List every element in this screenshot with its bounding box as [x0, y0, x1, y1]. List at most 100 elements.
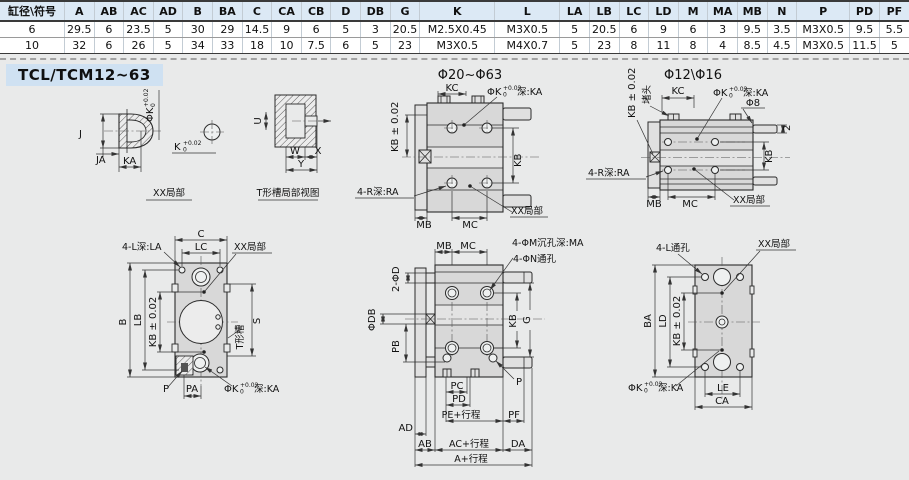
- dashed-separator: [0, 58, 909, 60]
- dim-label-kb-tol: KB ± 0.02: [627, 68, 638, 118]
- svg-text:KB ± 0.02: KB ± 0.02: [627, 68, 638, 118]
- caption-xx-detail: XX局部: [153, 187, 185, 199]
- holes: [664, 138, 719, 174]
- table-cell: 29: [212, 21, 243, 38]
- column-header: LB: [588, 1, 620, 22]
- table-cell: 7.5: [300, 37, 331, 54]
- table-cell: M3X0.5: [494, 21, 560, 38]
- label-n-through: 4-ΦN通孔: [513, 254, 557, 265]
- table-cell: 14.5: [241, 21, 272, 38]
- dim-label-p: P: [516, 377, 522, 388]
- dim-label-kb-tol: KB ± 0.02: [672, 296, 683, 346]
- table-cell: 4: [707, 37, 738, 54]
- table-cell: 6: [93, 21, 124, 38]
- column-header: N: [766, 1, 797, 22]
- dim-label-s: S: [252, 318, 263, 324]
- view-title-mid: Φ20~Φ63: [438, 68, 502, 83]
- dim-label-kb: KB: [513, 153, 524, 167]
- column-header: K: [419, 1, 495, 22]
- table-cell: 5: [559, 37, 590, 54]
- dim-label-lc: LC: [195, 242, 208, 253]
- dim-label-kb: KB: [508, 314, 519, 328]
- svg-text:KB ± 0.02: KB ± 0.02: [672, 296, 683, 346]
- view-plug-detail: J JA KA ΦK +0.02 0 K +0.02 0 XX局部: [78, 88, 224, 201]
- table-cell: 5: [152, 21, 183, 38]
- table-cell: M2.5X0.45: [419, 21, 495, 38]
- svg-text:+0.02: +0.02: [183, 140, 202, 147]
- column-header: PF: [878, 1, 909, 22]
- dim-label-ac: AC+行程: [449, 438, 489, 450]
- dimensions: [127, 236, 272, 399]
- table-cell: 6: [677, 21, 708, 38]
- view-top-right: 4-L通孔 XX局部 BA LD KB ± 0.02 ΦK +0.02 0 深:…: [628, 238, 796, 410]
- svg-text:G: G: [522, 316, 533, 324]
- label-r-depth: 4-R深:RA: [588, 168, 630, 179]
- table-cell: 8: [677, 37, 708, 54]
- svg-text:2-ΦD: 2-ΦD: [391, 266, 402, 292]
- label-m-counterbore: 4-ΦM沉孔深:MA: [512, 238, 584, 249]
- table-cell: 5: [152, 37, 183, 54]
- dim-label-phi8: Φ8: [746, 98, 760, 109]
- dim-label-ld: LD: [658, 314, 669, 328]
- table-cell: 6: [300, 21, 331, 38]
- label-r-depth: 4-R深:RA: [357, 187, 399, 198]
- dimensions: [355, 91, 548, 221]
- dim-label-phik-vert: ΦK +0.02 0: [143, 88, 157, 122]
- dim-label-ka: KA: [123, 156, 136, 167]
- table-cell: 29.5: [64, 21, 95, 38]
- svg-text:B: B: [118, 318, 129, 325]
- column-header: LD: [648, 1, 679, 22]
- dim-label-kc: KC: [446, 83, 459, 94]
- table-cell: 6: [93, 37, 124, 54]
- view-front-right: Φ12\Φ16: [586, 68, 793, 210]
- dim-label-mb: MB: [646, 199, 662, 210]
- svg-text:T形槽: T形槽: [234, 324, 246, 350]
- dim-label-pe: PE+行程: [442, 409, 481, 421]
- svg-text:深:KA: 深:KA: [517, 87, 543, 98]
- view-front-mid: Φ20~Φ63: [355, 68, 548, 231]
- dim-label-y: Y: [297, 159, 305, 170]
- table-cell: 5: [878, 37, 909, 54]
- table-cell: M3X0.5: [796, 37, 850, 54]
- rod-stub: [425, 272, 436, 284]
- dim-label-pa: PA: [186, 384, 198, 395]
- caption-tslot: T形槽局部视图: [256, 187, 320, 199]
- table-cell: 11: [648, 37, 679, 54]
- dim-label-2phid: 2-ΦD: [391, 266, 402, 292]
- dim-label-x: X: [315, 146, 322, 157]
- view-tslot-detail: U W X Y T形槽局部视图: [253, 94, 331, 201]
- svg-text:ΦDB: ΦDB: [367, 308, 378, 331]
- dim-label-2: 2: [782, 125, 793, 131]
- label-xx: XX局部: [758, 238, 790, 250]
- table-cell: 23: [389, 37, 420, 54]
- table-cell: 9: [648, 21, 679, 38]
- dim-label-mb: MB: [416, 220, 432, 231]
- dimensions: [380, 249, 534, 467]
- column-header: PD: [849, 1, 880, 22]
- dim-label-le: LE: [717, 383, 729, 394]
- dim-label-kb-tol: KB ± 0.02: [148, 297, 159, 347]
- column-header: DB: [360, 1, 391, 22]
- view-side-mid: MB MC 4-ΦM沉孔深:MA 4-ΦN通孔 2-ΦD ΦDB PB KB G…: [367, 238, 584, 467]
- cad-drawing: J JA KA ΦK +0.02 0 K +0.02 0 XX局部: [78, 68, 796, 467]
- svg-text:+0.02: +0.02: [240, 382, 259, 389]
- dim-label-lb: LB: [133, 314, 144, 327]
- table-cell: 23: [588, 37, 620, 54]
- guide-rod: [752, 176, 778, 186]
- table-cell: 8.5: [736, 37, 768, 54]
- drawing-area: TCL/TCM12~63: [0, 54, 909, 480]
- body-lines: [660, 126, 753, 185]
- dim-label-w: W: [290, 146, 300, 157]
- guide-rod: [502, 271, 533, 284]
- table-cell: 32: [64, 37, 95, 54]
- column-header: BA: [212, 1, 243, 22]
- table-cell: 6: [330, 37, 361, 54]
- table-cell: 8: [618, 37, 649, 54]
- dim-label-pc: PC: [450, 381, 463, 392]
- svg-text:ΦK: ΦK: [145, 107, 156, 122]
- table-cell: 5.5: [878, 21, 909, 38]
- label-xx: XX局部: [733, 194, 765, 206]
- column-header: C: [241, 1, 272, 22]
